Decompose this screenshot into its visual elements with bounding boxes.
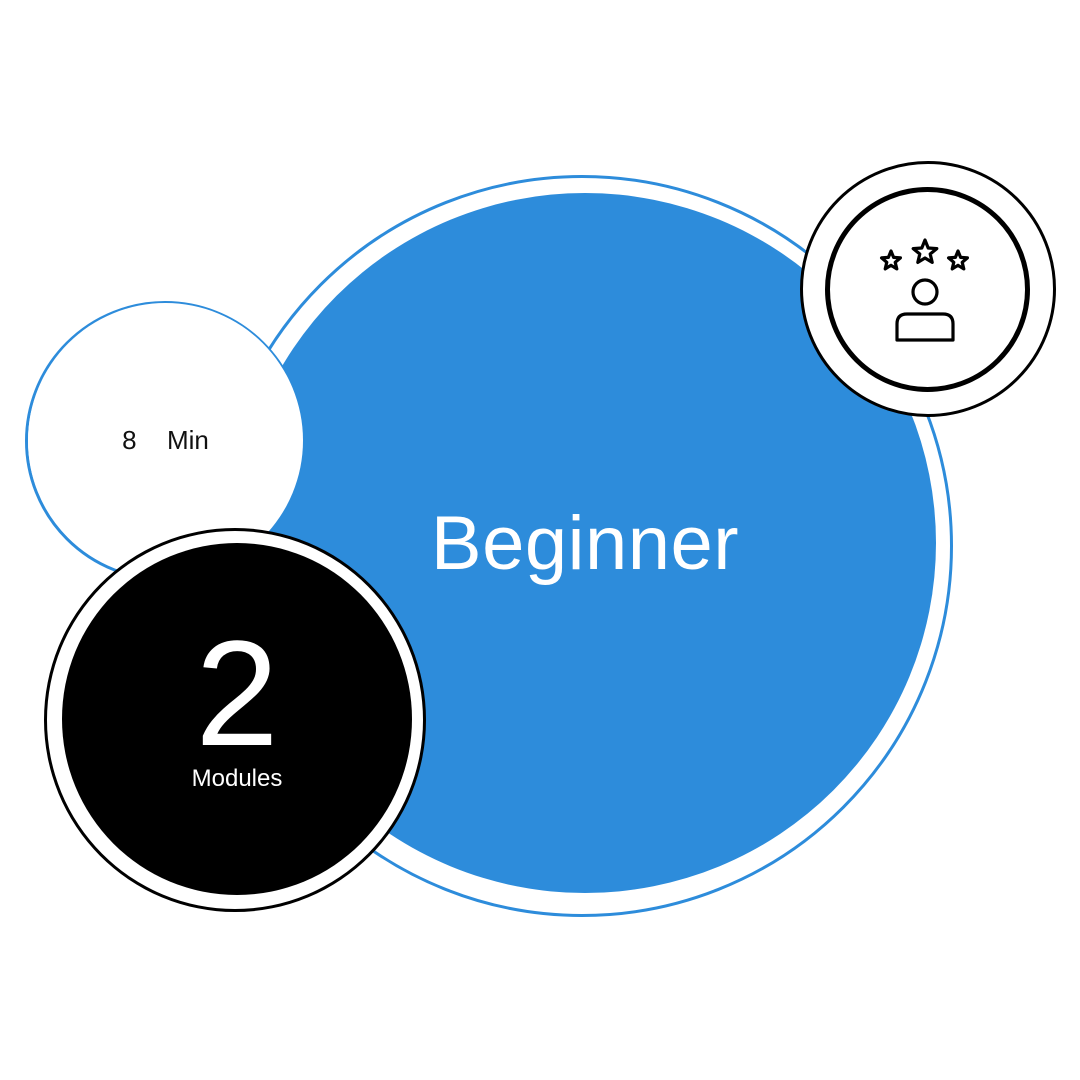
person-head xyxy=(911,278,939,306)
level-label: Beginner xyxy=(430,500,740,586)
modules-label: Modules xyxy=(191,765,283,792)
person-body xyxy=(895,312,955,342)
star-icon xyxy=(946,249,970,271)
modules-count: 2 xyxy=(195,609,279,777)
duration-label: 8 Min xyxy=(122,425,209,455)
star-icon xyxy=(880,249,902,271)
user-rating-stars-icon xyxy=(880,238,970,342)
badge-circle xyxy=(825,187,1030,392)
modules-circle xyxy=(62,543,412,895)
star-icon xyxy=(911,238,939,265)
